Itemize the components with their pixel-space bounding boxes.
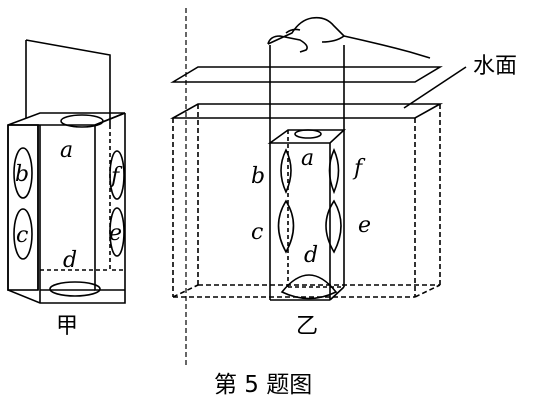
hole-c-membrane <box>277 199 295 254</box>
label-b-a: a <box>301 146 314 171</box>
label-b: b <box>15 162 29 187</box>
label-a: a <box>60 138 73 163</box>
label-c: c <box>16 223 28 248</box>
label-b-e: e <box>358 213 371 238</box>
figure-b-top <box>267 129 347 144</box>
hole-c <box>13 208 33 260</box>
hand-icon <box>267 16 431 59</box>
figure-a-flap <box>25 39 111 125</box>
water-surface <box>170 66 443 83</box>
figure-caption: 第 5 题图 <box>214 372 312 398</box>
figure-b-title: 乙 <box>296 314 318 339</box>
label-f: f <box>109 164 123 189</box>
figure-b-box <box>267 45 347 301</box>
label-b-c: c <box>251 220 263 245</box>
hole-e <box>109 207 125 257</box>
hole-b <box>13 147 33 199</box>
water-label: 水面 <box>473 54 517 79</box>
figure-a-title: 甲 <box>56 314 78 339</box>
label-e: e <box>109 221 122 246</box>
figure-a-box <box>7 39 126 304</box>
hole-f-membrane <box>328 148 340 195</box>
hole-d-membrane <box>280 274 338 300</box>
hole-a-top <box>60 114 104 128</box>
water-surface-lower <box>169 103 444 119</box>
label-b-b: b <box>251 164 265 189</box>
label-b-f: f <box>352 156 366 181</box>
hole-a-top-b <box>294 129 322 139</box>
label-d: d <box>63 248 77 273</box>
hole-d-bottom <box>49 281 101 297</box>
water-leader-line <box>403 66 467 109</box>
label-b-d: d <box>304 243 318 268</box>
hole-b-membrane <box>280 148 292 194</box>
hole-e-membrane <box>325 199 342 254</box>
hole-f <box>109 150 125 200</box>
